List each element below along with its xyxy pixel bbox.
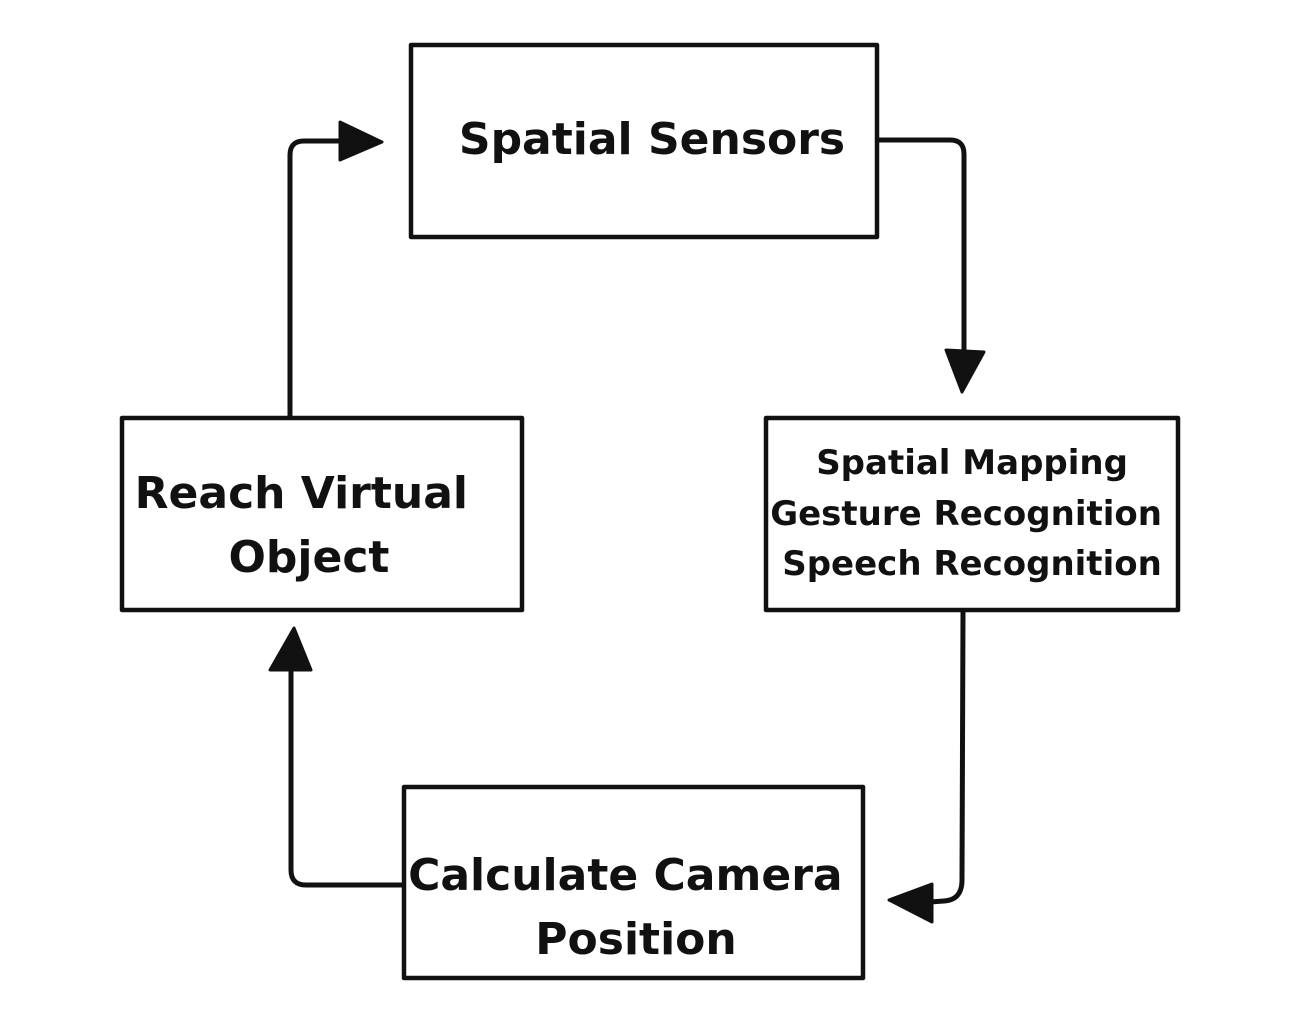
node-label-line: Speech Recognition	[782, 544, 1162, 584]
svg-text:Reach Virtual Object: Reach Virtual Object	[135, 468, 484, 583]
svg-text:Spatial Sensors: Spatial Sensors	[459, 114, 845, 165]
edge-camera-to-reach	[268, 626, 407, 888]
arrowhead-left-icon	[887, 882, 934, 924]
svg-text:Calculate Camera Positio: Calculate Camera Position	[408, 850, 858, 965]
edge-processing-to-camera	[887, 609, 966, 924]
edge-reach-to-sensors	[287, 120, 384, 419]
node-reach-virtual-object: Reach Virtual Object	[119, 415, 525, 613]
node-label-line: Gesture Recognition	[770, 494, 1162, 534]
node-label-line: Spatial Sensors	[459, 114, 845, 165]
arrowhead-right-icon	[338, 120, 384, 162]
node-calculate-camera-position: Calculate Camera Position	[401, 784, 866, 981]
node-label-line: Position	[535, 914, 736, 965]
svg-text:Spatial Mapping Gesture: Spatial Mapping Gesture Recognition Spee…	[770, 443, 1174, 584]
node-label-line: Object	[229, 532, 390, 583]
arrowhead-up-icon	[268, 626, 313, 672]
arrowhead-down-icon	[944, 348, 986, 394]
node-label-line: Reach Virtual	[135, 468, 468, 519]
node-spatial-sensors: Spatial Sensors	[408, 42, 880, 240]
node-label-line: Spatial Mapping	[816, 443, 1128, 483]
edge-sensors-to-processing	[873, 137, 986, 394]
node-processing: Spatial Mapping Gesture Recognition Spee…	[763, 415, 1181, 613]
node-label-line: Calculate Camera	[408, 850, 843, 901]
